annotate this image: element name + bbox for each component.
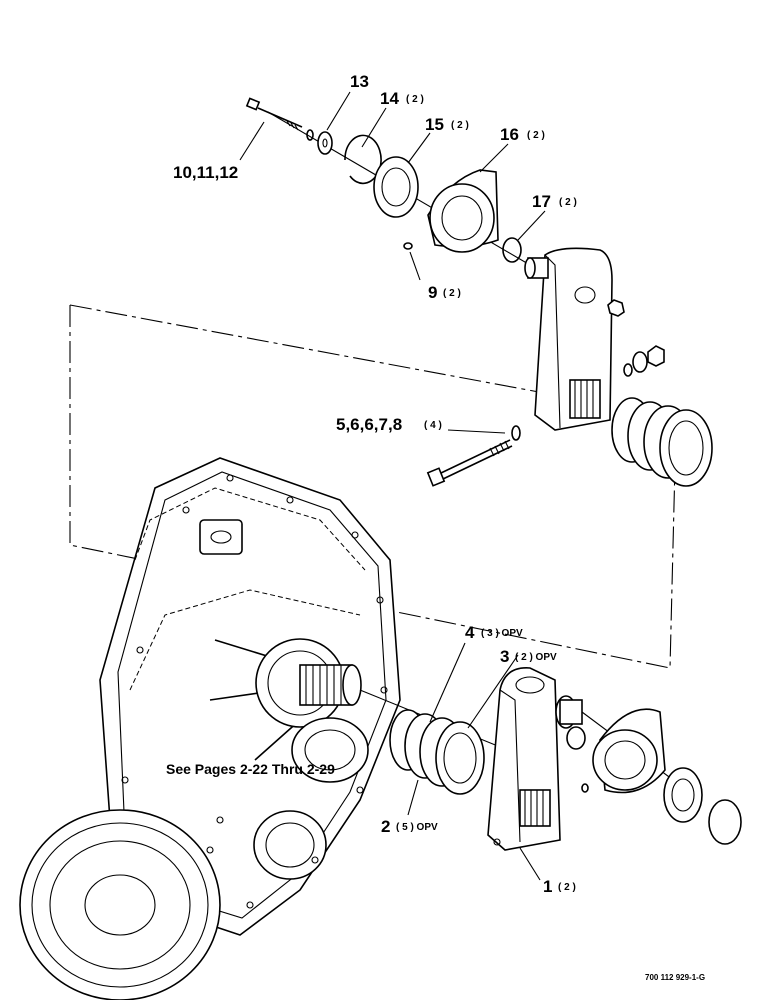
callout-14-number: 14 — [380, 89, 399, 108]
callout-10-11-12-number: 10,11,12 — [173, 163, 238, 182]
callout-17-number: 17 — [532, 192, 551, 211]
callout-1: 1 ( 2 ) — [543, 877, 576, 896]
callout-5-6-6-7-8-qty: ( 4 ) — [424, 420, 442, 431]
callout-13: 13 — [350, 72, 369, 91]
leader-lines — [239, 91, 546, 881]
callout-14: 14 ( 2 ) — [380, 89, 424, 108]
callout-1-qty: ( 2 ) — [558, 882, 576, 893]
callout-17: 17 ( 2 ) — [532, 192, 577, 211]
pulley — [19, 809, 221, 1001]
callout-17-qty: ( 2 ) — [559, 197, 577, 208]
callout-16-number: 16 — [500, 125, 519, 144]
callout-4-qty: ( 3 ) OPV — [481, 628, 523, 639]
see-pages-note: See Pages 2-22 Thru 2-29 — [166, 761, 335, 777]
callout-5-6-6-7-8: 5,6,6,7,8 ( 4 ) — [336, 415, 442, 434]
callout-4-number: 4 — [465, 623, 475, 642]
callout-15-qty: ( 2 ) — [451, 120, 469, 131]
callout-16: 16 ( 2 ) — [500, 125, 545, 144]
figure-reference-number: 700 112 929-1-G — [645, 973, 705, 982]
lower-bearing — [663, 767, 742, 845]
callout-15: 15 ( 2 ) — [425, 115, 469, 134]
callout-1-number: 1 — [543, 877, 552, 896]
callout-15-number: 15 — [425, 115, 444, 134]
callout-3-number: 3 — [500, 647, 509, 666]
callout-9: 9 ( 2 ) — [428, 283, 461, 302]
callout-13-number: 13 — [350, 72, 369, 91]
callout-3: 3 ( 2 ) OPV — [500, 647, 557, 666]
callout-2: 2 ( 5 ) OPV — [381, 817, 438, 836]
lower-retainers — [566, 726, 589, 793]
lower-arm — [487, 667, 701, 851]
splined-shaft — [299, 664, 521, 756]
callout-9-qty: ( 2 ) — [443, 288, 461, 299]
callout-16-qty: ( 2 ) — [527, 130, 545, 141]
callout-4: 4 ( 3 ) OPV — [465, 623, 523, 642]
lower-spring-stack — [389, 709, 485, 795]
upper-assembly — [245, 97, 713, 487]
callout-5-6-6-7-8-number: 5,6,6,7,8 — [336, 415, 402, 434]
lower-bearing-housing — [592, 708, 666, 794]
callout-2-number: 2 — [381, 817, 390, 836]
callout-9-number: 9 — [428, 283, 437, 302]
callout-3-qty: ( 2 ) OPV — [515, 652, 557, 663]
callout-14-qty: ( 2 ) — [406, 94, 424, 105]
gearbox-housing — [99, 457, 401, 936]
callout-2-qty: ( 5 ) OPV — [396, 822, 438, 833]
callout-10-11-12: 10,11,12 — [173, 163, 238, 182]
